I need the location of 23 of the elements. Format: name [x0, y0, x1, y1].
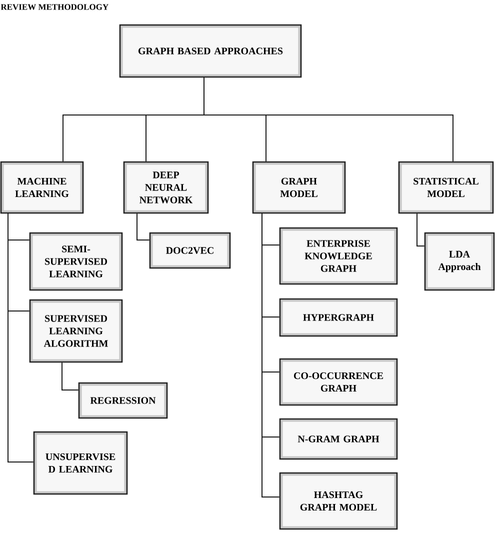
connector: [62, 362, 79, 390]
connector: [8, 213, 34, 462]
category-box: GRAPH BASED APPROACHES: [119, 24, 302, 78]
category-box: HYPERGRAPH: [279, 298, 398, 337]
category-box: HASHTAG GRAPH MODEL: [279, 472, 398, 530]
category-box: STATISTICAL MODEL: [398, 161, 494, 214]
category-box: SEMI- SUPERVISED LEARNING: [29, 232, 123, 291]
category-box: LDA Approach: [424, 232, 495, 291]
category-box: REGRESSION: [78, 382, 168, 419]
category-box: CO-OCCURRENCE GRAPH: [279, 358, 398, 406]
category-box: GRAPH MODEL: [252, 161, 346, 214]
category-box: MACHINE LEARNING: [0, 161, 84, 214]
category-box: UNSUPERVISE D LEARNING: [33, 431, 128, 495]
category-box: N-GRAM GRAPH: [279, 418, 398, 460]
connector: [262, 213, 280, 498]
connector: [416, 213, 425, 246]
category-box: DOC2VEC: [149, 232, 231, 269]
category-box: DEEP NEURAL NETWORK: [123, 161, 209, 214]
connector: [204, 77, 454, 162]
category-box: SUPERVISED LEARNING ALGORITHM: [29, 299, 123, 363]
heading: REVIEW METHODOLOGY: [0, 4, 108, 10]
connector: [136, 213, 150, 240]
category-box: ENTERPRISE KNOWLEDGE GRAPH: [279, 227, 398, 285]
